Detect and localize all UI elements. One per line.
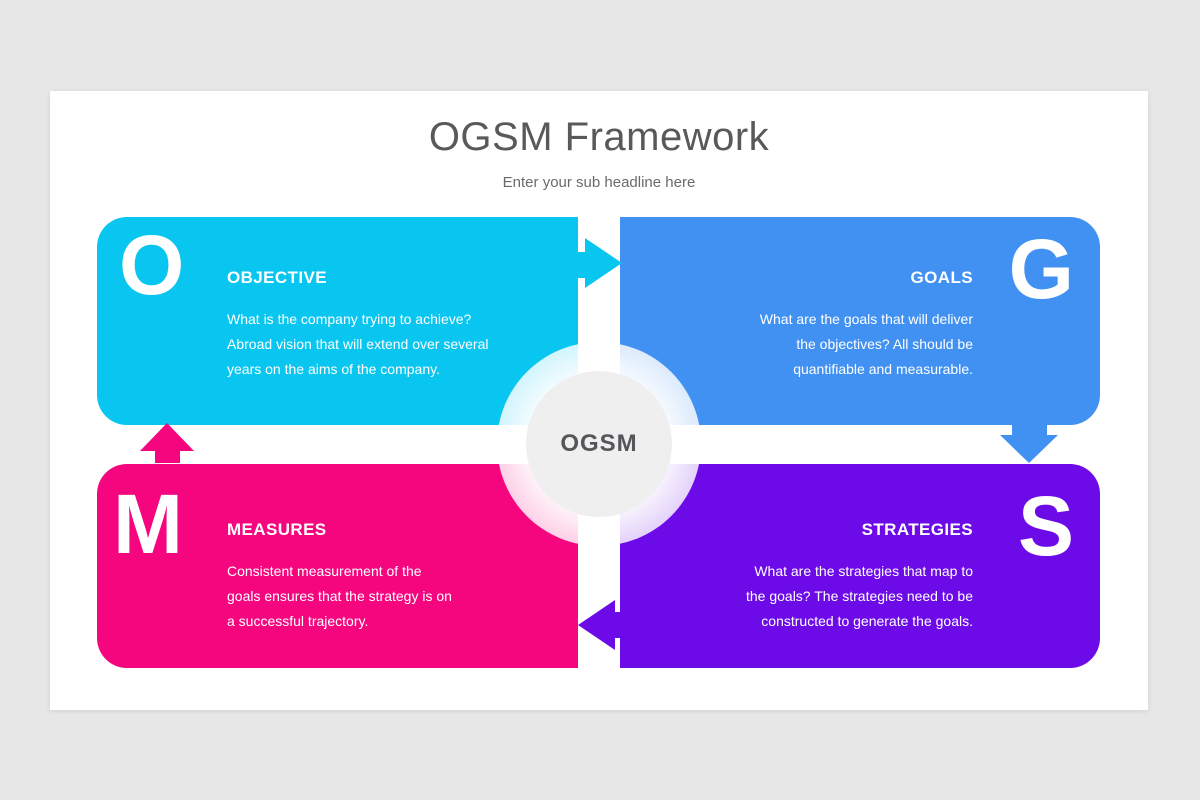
strategies-title: STRATEGIES <box>861 520 973 539</box>
goals-title: GOALS <box>910 268 973 287</box>
page-title: OGSM Framework <box>428 115 770 159</box>
objective-body: What is the company trying to achieve? A… <box>227 307 488 382</box>
block-body-line: What are the strategies that map to <box>754 563 973 579</box>
block-body-line: quantifiable and measurable. <box>793 361 973 377</box>
arrow-down-icon <box>1000 423 1058 463</box>
objective-letter: O <box>119 218 185 312</box>
block-strategies: S STRATEGIES What are the strategies tha… <box>620 464 1100 668</box>
block-goals: G GOALS What are the goals that will del… <box>620 217 1100 425</box>
measures-letter: M <box>113 477 183 571</box>
strategies-letter: S <box>1017 479 1074 573</box>
slide-card: OGSM Framework Enter your sub headline h… <box>50 91 1148 710</box>
block-body-line: a successful trajectory. <box>227 613 369 629</box>
block-objective: O OBJECTIVE What is the company trying t… <box>97 217 578 425</box>
measures-title: MEASURES <box>227 520 327 539</box>
block-body-line: What are the goals that will deliver <box>759 311 973 327</box>
block-body-line: years on the aims of the company. <box>227 361 440 377</box>
goals-body: What are the goals that will deliver the… <box>760 307 973 382</box>
block-body-line: the goals? The strategies need to be <box>745 588 973 604</box>
block-body-line: Consistent measurement of the <box>227 563 422 579</box>
center-circle: OGSM <box>526 371 672 517</box>
block-measures: M MEASURES Consistent measurement of the… <box>97 464 578 668</box>
objective-title: OBJECTIVE <box>227 268 327 287</box>
page-subtitle: Enter your sub headline here <box>502 174 696 191</box>
measures-body: Consistent measurement of the goals ensu… <box>227 559 452 634</box>
block-body-line: constructed to generate the goals. <box>761 613 973 629</box>
block-body-line: What is the company trying to achieve? <box>227 311 472 327</box>
strategies-body: What are the strategies that map to the … <box>746 559 973 634</box>
block-body-line: Abroad vision that will extend over seve… <box>227 336 489 352</box>
block-body-line: the objectives? All should be <box>796 336 973 352</box>
arrow-up-icon <box>140 423 194 463</box>
arrow-left-icon <box>578 598 622 652</box>
goals-letter: G <box>1008 222 1074 316</box>
arrow-right-icon <box>578 236 622 290</box>
block-body-line: goals ensures that the strategy is on <box>227 588 452 604</box>
center-label: OGSM <box>560 430 638 457</box>
